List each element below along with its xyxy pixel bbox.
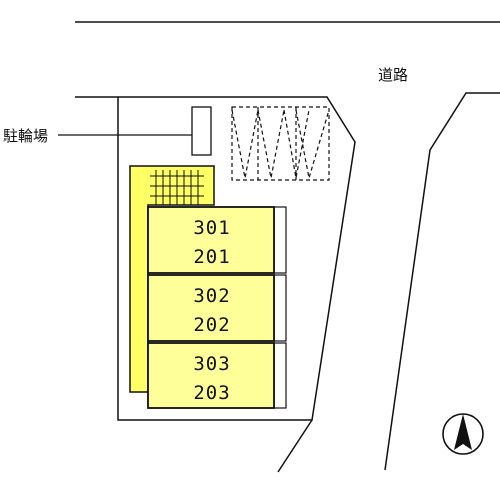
stair-steps bbox=[150, 170, 204, 205]
staircase-corridor bbox=[129, 165, 215, 393]
road-label: 道路 bbox=[378, 66, 408, 84]
unit-block-1: 301 201 bbox=[147, 206, 275, 274]
unit-lower-number: 202 bbox=[193, 314, 230, 336]
road-edge-left bbox=[277, 419, 313, 473]
property-boundary bbox=[75, 96, 356, 421]
unit-lower-number: 203 bbox=[193, 382, 230, 404]
unit-block-2: 302 202 bbox=[147, 274, 275, 342]
unit-lower-number: 201 bbox=[193, 246, 230, 268]
parking-area bbox=[231, 106, 330, 181]
north-arrow-icon bbox=[442, 413, 484, 455]
unit-upper-number: 301 bbox=[193, 217, 230, 239]
unit-block-3: 303 203 bbox=[147, 342, 275, 409]
road-boundary-right bbox=[384, 92, 500, 471]
bicycle-parking-label: 駐輪場 bbox=[3, 127, 48, 145]
unit-upper-number: 302 bbox=[193, 285, 230, 307]
unit-upper-number: 303 bbox=[193, 353, 230, 375]
bicycle-parking-box bbox=[191, 106, 212, 156]
balcony-strips bbox=[273, 206, 287, 409]
